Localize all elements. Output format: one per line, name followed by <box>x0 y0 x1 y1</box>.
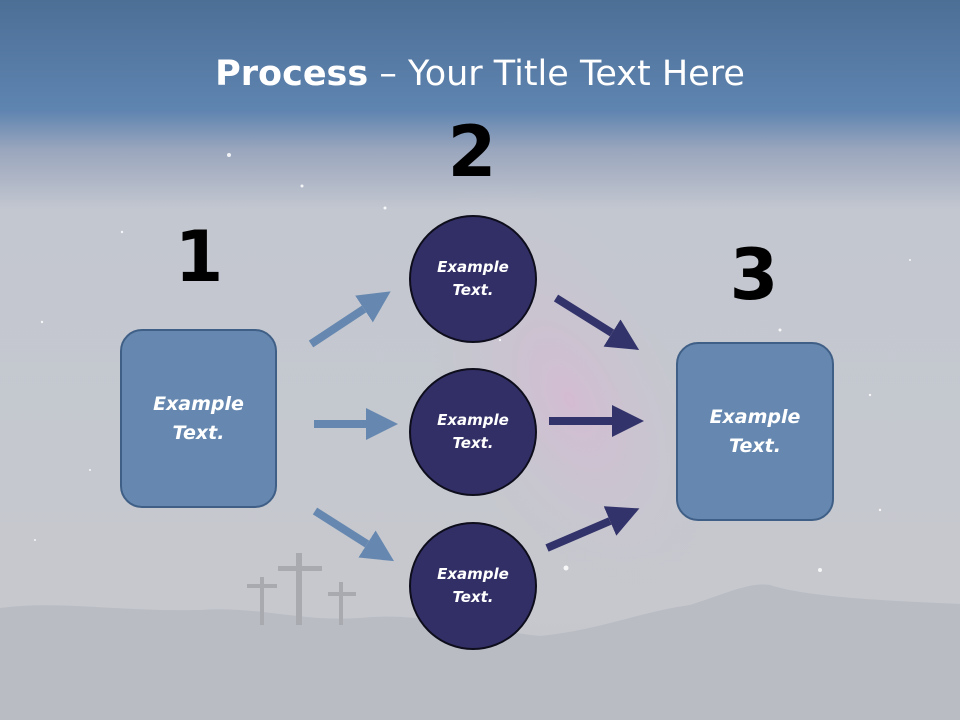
step-number-3: 3 <box>729 234 779 316</box>
step-3-text-line1: Example <box>709 405 801 428</box>
step-1-text-line1: Example <box>153 392 244 415</box>
step-1-text-line2: Text. <box>172 421 225 444</box>
arrow-bottom-to-3 <box>545 506 640 552</box>
step-number-2: 2 <box>447 111 497 193</box>
step-2-circle-top: Example Text. <box>409 215 537 343</box>
step-3-text-line2: Text. <box>729 434 781 457</box>
arrow-1-to-top <box>308 291 391 348</box>
circle-middle-line1: Example <box>437 411 509 429</box>
arrow-top-to-3 <box>553 294 640 350</box>
title-rest: – Your Title Text Here <box>368 54 745 94</box>
crosses-silhouette <box>247 553 356 625</box>
step-1-box: Example Text. <box>120 329 277 508</box>
circle-top-line2: Text. <box>452 281 494 299</box>
step-number-1: 1 <box>174 216 224 298</box>
title-bold: Process <box>215 54 369 94</box>
slide-title: Process – Your Title Text Here <box>0 52 960 96</box>
circle-bottom-line2: Text. <box>452 588 494 606</box>
hills-silhouette <box>0 584 960 720</box>
step-2-circle-middle: Example Text. <box>409 368 537 496</box>
step-2-circle-bottom: Example Text. <box>409 522 537 650</box>
arrow-1-to-bottom <box>312 507 395 562</box>
circle-middle-line2: Text. <box>452 434 494 452</box>
circle-top-line1: Example <box>437 258 509 276</box>
step-3-box: Example Text. <box>676 342 834 521</box>
stars <box>34 153 911 572</box>
circle-bottom-line1: Example <box>437 565 509 583</box>
